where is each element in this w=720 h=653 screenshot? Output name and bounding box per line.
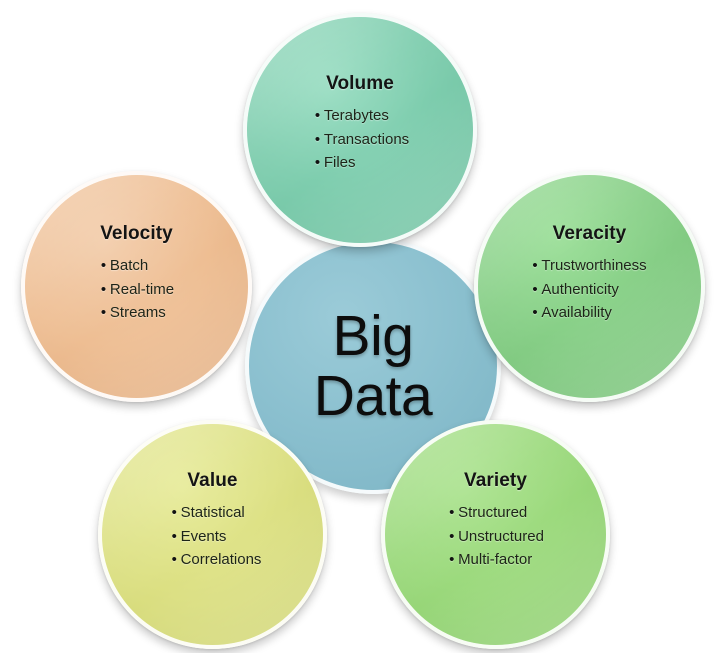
petal-value: Value Statistical Events Correlations	[98, 420, 327, 649]
list-item: Statistical	[172, 501, 262, 525]
list-item: Structured	[449, 501, 544, 525]
list-item: Real-time	[101, 278, 174, 302]
list-item: Events	[172, 525, 262, 549]
petal-variety: Variety Structured Unstructured Multi-fa…	[381, 420, 610, 649]
center-label-line1: Big	[332, 303, 414, 368]
list-item: Streams	[101, 301, 174, 325]
petal-value-list: Statistical Events Correlations	[172, 501, 262, 572]
list-item: Unstructured	[449, 525, 544, 549]
petal-veracity-list: Trustworthiness Authenticity Availabilit…	[532, 254, 646, 325]
center-label-line2: Data	[313, 364, 433, 428]
petal-volume-title: Volume	[326, 73, 394, 94]
list-item: Correlations	[172, 548, 262, 572]
list-item: Terabytes	[315, 104, 409, 128]
petal-variety-list: Structured Unstructured Multi-factor	[449, 501, 544, 572]
list-item: Availability	[532, 301, 646, 325]
petal-velocity-list: Batch Real-time Streams	[101, 254, 174, 325]
petal-volume-list: Terabytes Transactions Files	[315, 104, 409, 175]
list-item: Batch	[101, 254, 174, 278]
list-item: Authenticity	[532, 278, 646, 302]
list-item: Files	[315, 151, 409, 175]
petal-veracity-title: Veracity	[552, 223, 627, 244]
petal-volume: Volume Terabytes Transactions Files	[243, 13, 477, 247]
list-item: Transactions	[315, 128, 409, 152]
list-item: Multi-factor	[449, 548, 544, 572]
list-item: Trustworthiness	[532, 254, 646, 278]
petal-velocity-title: Velocity	[100, 223, 173, 244]
petal-value-title: Value	[187, 470, 238, 491]
petal-variety-title: Variety	[463, 470, 528, 491]
petal-velocity: Velocity Batch Real-time Streams	[21, 171, 252, 402]
petal-veracity: Veracity Trustworthiness Authenticity Av…	[474, 171, 705, 402]
center-label: Big Data	[313, 303, 433, 428]
